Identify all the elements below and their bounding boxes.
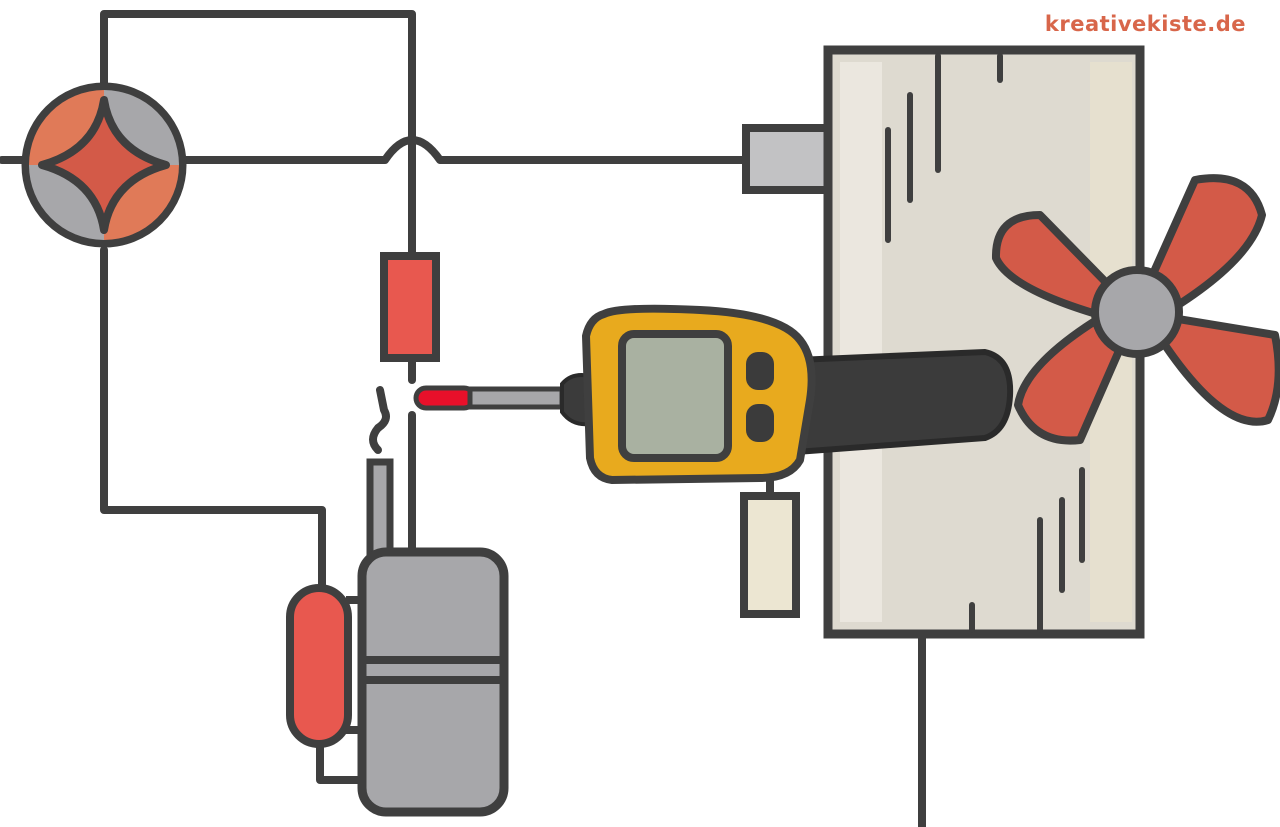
- watermark: kreativekiste.de: [1044, 12, 1246, 36]
- thermometer-icon: [413, 304, 1014, 484]
- cream-component-icon: [740, 492, 800, 618]
- four-way-valve-icon: [21, 82, 187, 248]
- wire-squiggle: [369, 386, 390, 454]
- compressor-pipe: [366, 458, 394, 558]
- wire-main: [0, 136, 746, 164]
- fan-icon: [991, 174, 1280, 445]
- compressor-icon: [357, 547, 509, 817]
- wire-capacitor-bottom: [316, 736, 366, 784]
- connector-block: [742, 124, 836, 194]
- wire-left-down: [100, 246, 326, 594]
- resistor-icon: [380, 252, 440, 362]
- wire-top-loop: [100, 10, 416, 384]
- capacitor-icon: [286, 584, 364, 748]
